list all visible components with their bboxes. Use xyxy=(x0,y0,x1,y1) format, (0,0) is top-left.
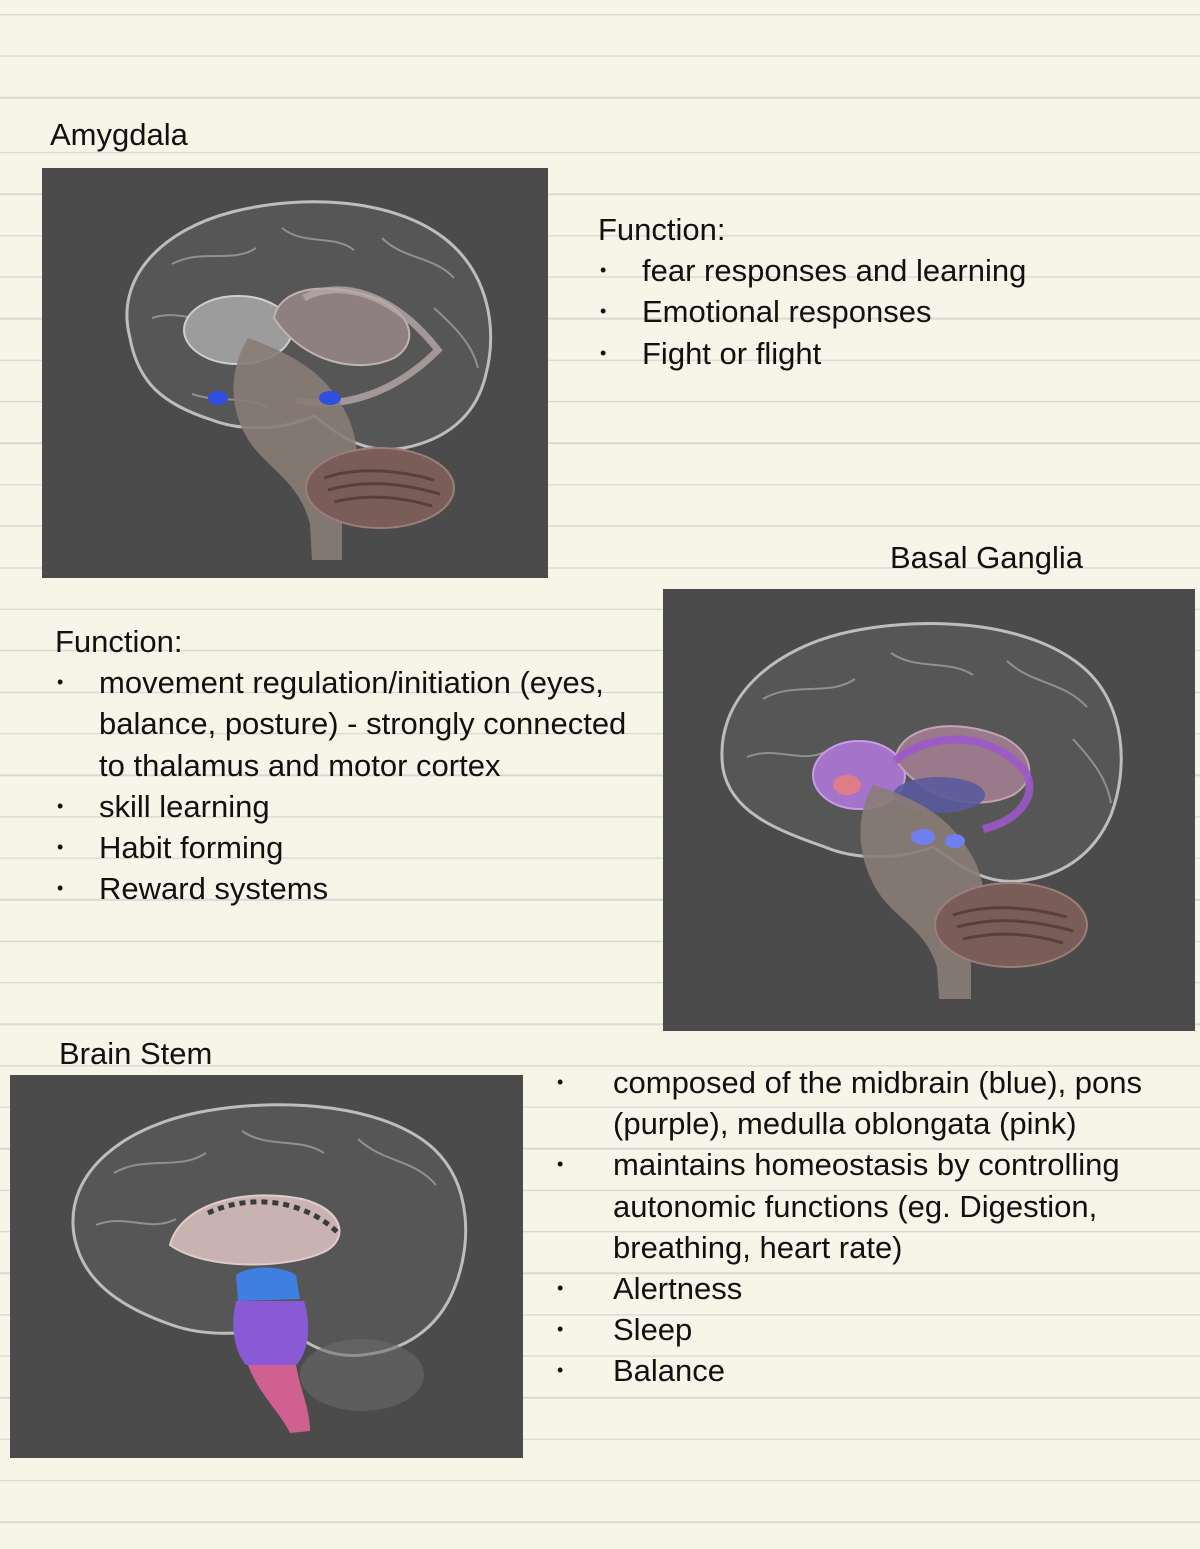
pons-shape xyxy=(233,1301,309,1365)
putamen-highlight xyxy=(833,775,861,795)
gyri-lines xyxy=(746,652,1112,804)
basal-ganglia-title: Basal Ganglia xyxy=(890,540,1084,575)
cerebellum-folia xyxy=(323,469,441,508)
amygdala-right-marker xyxy=(319,391,341,405)
list-item: Emotional responses xyxy=(598,291,1158,332)
brain-stem-title: Brain Stem xyxy=(59,1036,213,1071)
amygdala-function-list: fear responses and learning Emotional re… xyxy=(598,250,1158,374)
midbrain-shape xyxy=(236,1267,300,1301)
list-item: Fight or flight xyxy=(598,333,1158,374)
amygdala-left-marker xyxy=(208,391,228,405)
amygdala-notes: Function: fear responses and learning Em… xyxy=(598,209,1158,374)
list-item: composed of the midbrain (blue), pons (p… xyxy=(555,1062,1155,1144)
cerebellum-shape xyxy=(934,882,1088,968)
subthalamic-marker xyxy=(911,829,935,845)
amygdala-image xyxy=(42,168,548,578)
list-item: maintains homeostasis by controlling aut… xyxy=(555,1144,1155,1268)
fornix-arc xyxy=(295,286,443,407)
brain-stem-function-list: composed of the midbrain (blue), pons (p… xyxy=(555,1062,1155,1392)
list-item: movement regulation/initiation (eyes, ba… xyxy=(55,662,655,786)
medulla-shape xyxy=(248,1365,310,1433)
caudate-shape xyxy=(272,287,411,367)
basal-ganglia-image xyxy=(663,589,1195,1031)
cerebellum-shape xyxy=(305,447,455,529)
list-item: Alertness xyxy=(555,1268,1155,1309)
cerebellum-shape xyxy=(300,1339,424,1411)
list-item: Habit forming xyxy=(55,827,655,868)
basal-ganglia-brain-illustration xyxy=(720,621,1123,999)
gyri-lines xyxy=(95,1130,437,1226)
brain-stem-brain-illustration xyxy=(71,1103,468,1433)
caudate-tail-highlight xyxy=(892,735,1034,833)
amygdala-function-label: Function: xyxy=(598,212,726,247)
brain-stem-notes: composed of the midbrain (blue), pons (p… xyxy=(555,1062,1155,1392)
list-item: Balance xyxy=(555,1350,1155,1391)
amygdala-title: Amygdala xyxy=(50,117,188,152)
list-item: Reward systems xyxy=(55,868,655,909)
cerebellum-folia xyxy=(952,906,1074,945)
list-item: skill learning xyxy=(55,786,655,827)
basal-ganglia-notes: Function: movement regulation/initiation… xyxy=(55,621,655,910)
list-item: Sleep xyxy=(555,1309,1155,1350)
substantia-nigra-marker xyxy=(945,834,965,848)
amygdala-brain-illustration xyxy=(125,200,493,560)
list-item: fear responses and learning xyxy=(598,250,1158,291)
basal-ganglia-function-label: Function: xyxy=(55,624,183,659)
brain-stem-image xyxy=(10,1075,523,1458)
basal-ganglia-function-list: movement regulation/initiation (eyes, ba… xyxy=(55,662,655,909)
